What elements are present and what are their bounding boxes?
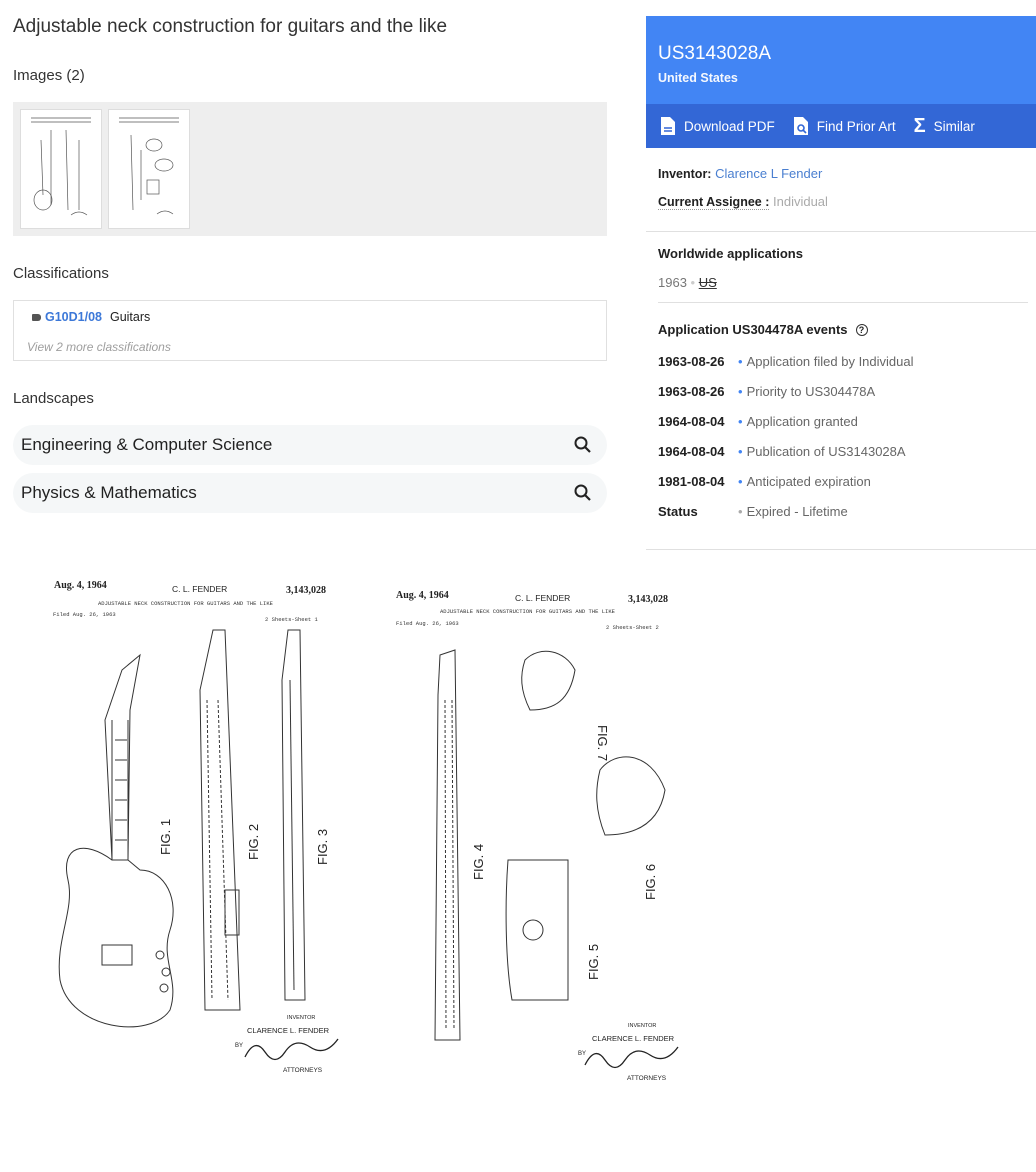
- event-text: Application filed by Individual: [746, 354, 914, 369]
- classifications-heading: Classifications: [13, 265, 109, 282]
- event-date: 1964-08-04: [658, 444, 725, 459]
- event-row: 1981-08-04•Anticipated expiration: [658, 474, 871, 489]
- similar-label: Similar: [933, 118, 975, 134]
- status-label: Status: [658, 504, 698, 519]
- sheet-filed: Filed Aug. 26, 1963: [53, 611, 116, 618]
- events-heading: Application US304478A events: [658, 322, 848, 337]
- neck-section-drawing: [199, 629, 306, 1011]
- status-row: Status•Expired - Lifetime: [658, 504, 848, 519]
- fig-label: FIG. 6: [643, 864, 658, 900]
- action-bar: Download PDF Find Prior Art Σ Similar: [646, 104, 1036, 148]
- more-classifications-link[interactable]: View 2 more classifications: [27, 340, 171, 354]
- event-text: Anticipated expiration: [746, 474, 871, 489]
- sheet-inventor: C. L. FENDER: [172, 584, 227, 594]
- tag-icon: [32, 313, 41, 321]
- ww-year: 1963: [658, 275, 687, 290]
- document-search-icon: [793, 117, 808, 135]
- drawing-sheet-2: Aug. 4, 1964 C. L. FENDER 3,143,028 ADJU…: [396, 590, 679, 1082]
- event-text: Application granted: [746, 414, 858, 429]
- download-pdf-button[interactable]: Download PDF: [660, 116, 775, 136]
- sheet-title: ADJUSTABLE NECK CONSTRUCTION FOR GUITARS…: [440, 608, 616, 615]
- landscape-item[interactable]: Physics & Mathematics: [13, 473, 607, 513]
- assignee-label: Current Assignee :: [658, 195, 770, 210]
- sigma-icon: Σ: [913, 114, 926, 137]
- inventor-caption: INVENTOR: [287, 1015, 315, 1021]
- sheet-inventor: C. L. FENDER: [515, 593, 570, 603]
- guitar-drawing: [58, 653, 174, 1028]
- search-icon: [574, 484, 591, 501]
- patent-header: US3143028A United States: [646, 16, 1036, 104]
- event-date: 1964-08-04: [658, 414, 725, 429]
- images-heading: Images (2): [13, 67, 85, 84]
- landscape-label: Physics & Mathematics: [21, 483, 197, 502]
- fig-label: FIG. 3: [315, 829, 330, 865]
- ww-country-link[interactable]: US: [698, 275, 717, 290]
- inventor-name: CLARENCE L. FENDER: [247, 1026, 330, 1035]
- by-label: BY: [235, 1043, 243, 1049]
- sheet-title: ADJUSTABLE NECK CONSTRUCTION FOR GUITARS…: [98, 600, 274, 607]
- fig-label: FIG. 5: [586, 944, 601, 980]
- patent-number: US3143028A: [658, 43, 772, 64]
- inventor-link[interactable]: Clarence L Fender: [715, 166, 823, 181]
- event-date: 1963-08-26: [658, 354, 725, 369]
- inventor-name: CLARENCE L. FENDER: [592, 1034, 675, 1043]
- landscape-label: Engineering & Computer Science: [21, 435, 273, 454]
- sheet-count: 2 Sheets-Sheet 2: [606, 624, 659, 631]
- find-prior-art-button[interactable]: Find Prior Art: [793, 116, 896, 136]
- status-value: Expired - Lifetime: [746, 504, 848, 519]
- search-icon: [574, 436, 591, 453]
- landscape-item[interactable]: Engineering & Computer Science: [13, 425, 607, 465]
- neck-drawings: [434, 649, 666, 1041]
- event-row: 1964-08-04•Publication of US3143028A: [658, 444, 906, 459]
- signature: [244, 1038, 339, 1061]
- page-title: Adjustable neck construction for guitars…: [13, 16, 448, 37]
- drawing-sheet-1: Aug. 4, 1964 C. L. FENDER 3,143,028 ADJU…: [53, 580, 339, 1074]
- fig-label: FIG. 1: [158, 819, 173, 855]
- sheet-count: 2 Sheets-Sheet 1: [265, 616, 319, 623]
- sheet-number: 3,143,028: [286, 585, 326, 596]
- event-row: 1963-08-26•Application filed by Individu…: [658, 354, 914, 369]
- classifications-box: G10D1/08 Guitars View 2 more classificat…: [13, 300, 607, 361]
- classification-desc: Guitars: [109, 310, 151, 324]
- fig-label: FIG. 7: [595, 725, 610, 761]
- document-icon: [661, 117, 675, 135]
- event-text: Publication of US3143028A: [746, 444, 906, 459]
- image-thumbnail-2[interactable]: [108, 109, 190, 229]
- attorneys-label: ATTORNEYS: [627, 1075, 667, 1082]
- download-pdf-label: Download PDF: [684, 118, 775, 134]
- sheet-number: 3,143,028: [628, 594, 668, 605]
- fig-label: FIG. 4: [471, 844, 486, 880]
- patent-country: United States: [658, 71, 738, 85]
- divider: [658, 302, 1028, 303]
- help-icon[interactable]: ?: [855, 323, 868, 336]
- landscapes-heading: Landscapes: [13, 390, 94, 407]
- find-prior-art-label: Find Prior Art: [816, 118, 896, 134]
- assignee-value: Individual: [773, 194, 828, 209]
- worldwide-heading: Worldwide applications: [658, 246, 803, 261]
- sheet-date: Aug. 4, 1964: [54, 580, 107, 591]
- fig-label: FIG. 2: [246, 824, 261, 860]
- event-date: 1981-08-04: [658, 474, 725, 489]
- image-carousel: [13, 102, 607, 236]
- inventor-caption: INVENTOR: [628, 1023, 656, 1029]
- patent-drawings: Aug. 4, 1964 C. L. FENDER 3,143,028 ADJU…: [53, 580, 679, 1082]
- event-row: 1964-08-04•Application granted: [658, 414, 858, 429]
- sheet-date: Aug. 4, 1964: [396, 590, 449, 601]
- attorneys-label: ATTORNEYS: [283, 1067, 323, 1074]
- inventor-label: Inventor:: [658, 167, 712, 181]
- signature: [584, 1046, 679, 1069]
- divider: [646, 231, 1036, 232]
- image-thumbnail-1[interactable]: [20, 109, 102, 229]
- classification-code-link[interactable]: G10D1/08: [45, 310, 102, 324]
- event-date: 1963-08-26: [658, 384, 725, 399]
- sheet-filed: Filed Aug. 26, 1963: [396, 620, 459, 627]
- by-label: BY: [578, 1051, 586, 1057]
- patent-sidebar: US3143028A United States Download PDF Fi…: [646, 16, 1036, 550]
- event-text: Priority to US304478A: [746, 384, 876, 399]
- similar-button[interactable]: Σ Similar: [914, 115, 975, 138]
- event-row: 1963-08-26•Priority to US304478A: [658, 384, 876, 399]
